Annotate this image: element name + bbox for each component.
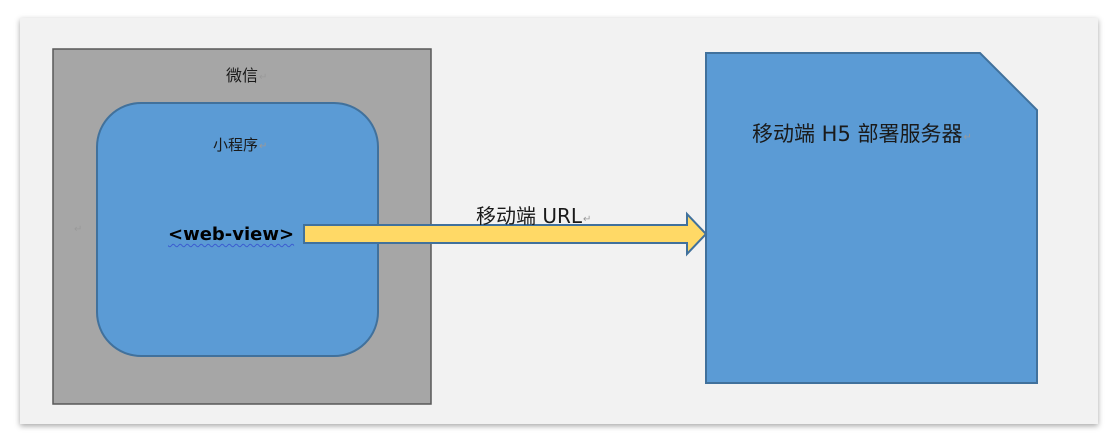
server-shape — [705, 52, 1038, 384]
paragraph-mark-icon: ↵ — [583, 214, 592, 225]
web-view-label: <web-view> — [168, 224, 295, 245]
paragraph-mark-icon: ↵ — [74, 224, 83, 235]
paragraph-mark-icon: ↵ — [259, 72, 268, 83]
wechat-label: 微信↵ — [226, 66, 268, 85]
server-label: 移动端 H5 部署服务器↵ — [752, 122, 972, 146]
edge-url-label: 移动端 URL↵ — [476, 204, 592, 228]
mini-program-label: 小程序↵ — [213, 136, 268, 154]
paragraph-mark-icon: ↵ — [259, 141, 268, 152]
paragraph-mark-icon: ↵ — [963, 132, 972, 143]
url-arrow — [303, 211, 708, 257]
